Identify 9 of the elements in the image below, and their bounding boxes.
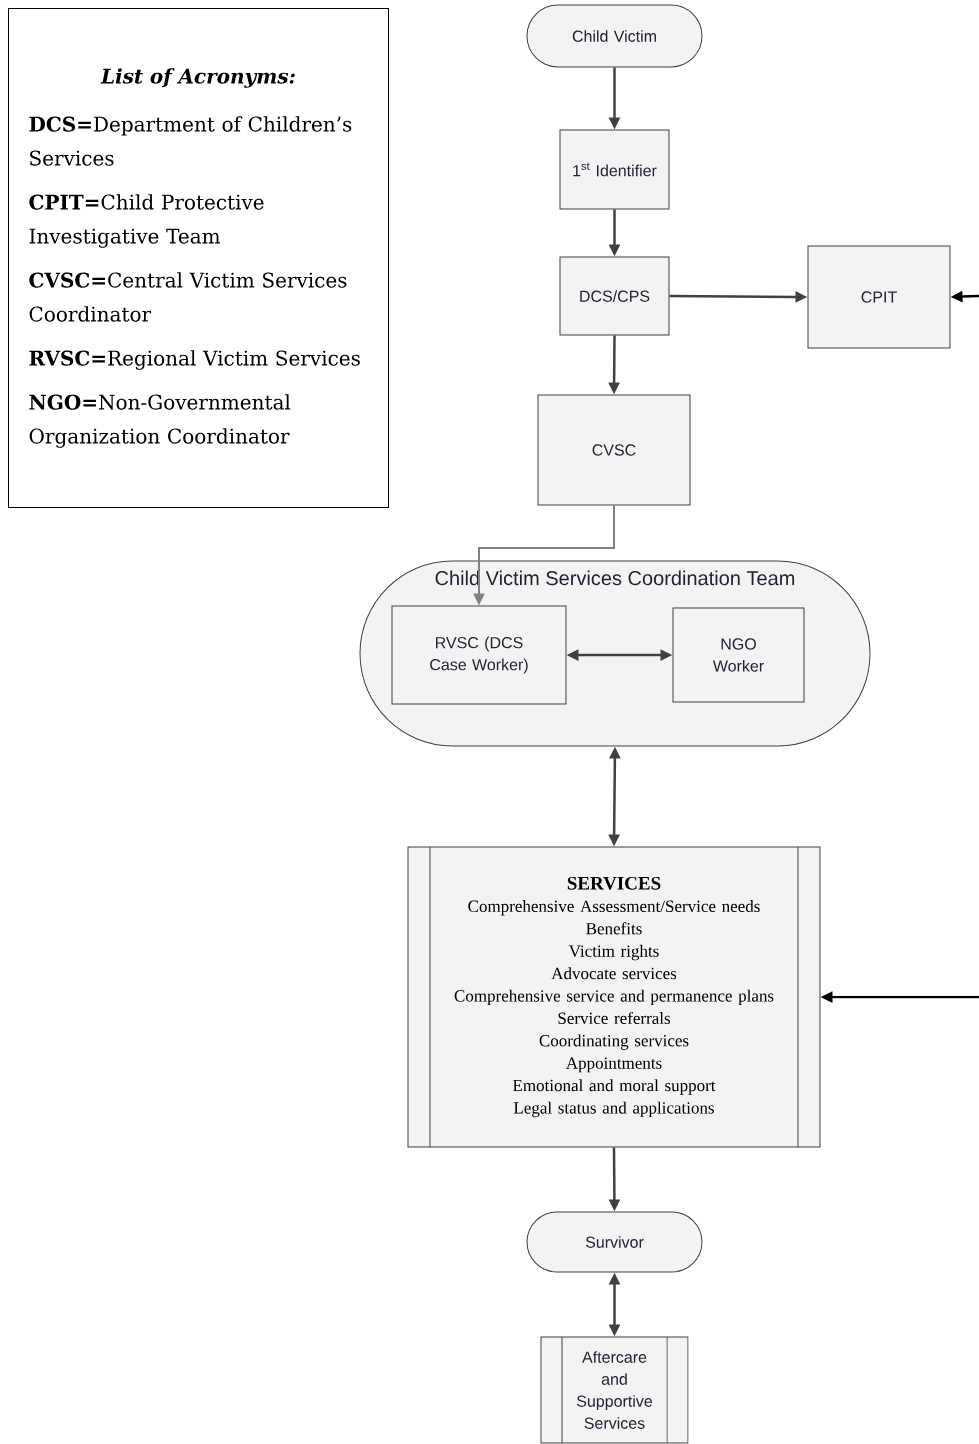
predefined-process-box: SERVICES Comprehensive Assessment/Service needs Benefits Victim rights Advocate services Comprehensive service and permanence plans Service referrals Coordinating services Appointments Emotional and moral support Legal status and applications [407,846,821,1148]
acronym-list-box: List of Acronyms: DCS=Department of Children’s Services CPIT=Child Protective Investigative Team CVSC=Central Victim Services Coordinator RVSC=Regional Victim Services NGO=Non-Governmental Organization Coordinator [8,8,389,508]
predefined-process-box: Aftercare and Supportive Services [540,1336,689,1444]
process-box: DCS/CPS [559,256,670,336]
process-box: NGO Worker [672,607,805,703]
process-box: CVSC [537,394,691,506]
process-box: 1$^{st}$ Identifier [559,129,670,210]
process-box: CPIT [807,245,951,349]
process-box: RVSC (DCS Case Worker) [391,605,567,705]
